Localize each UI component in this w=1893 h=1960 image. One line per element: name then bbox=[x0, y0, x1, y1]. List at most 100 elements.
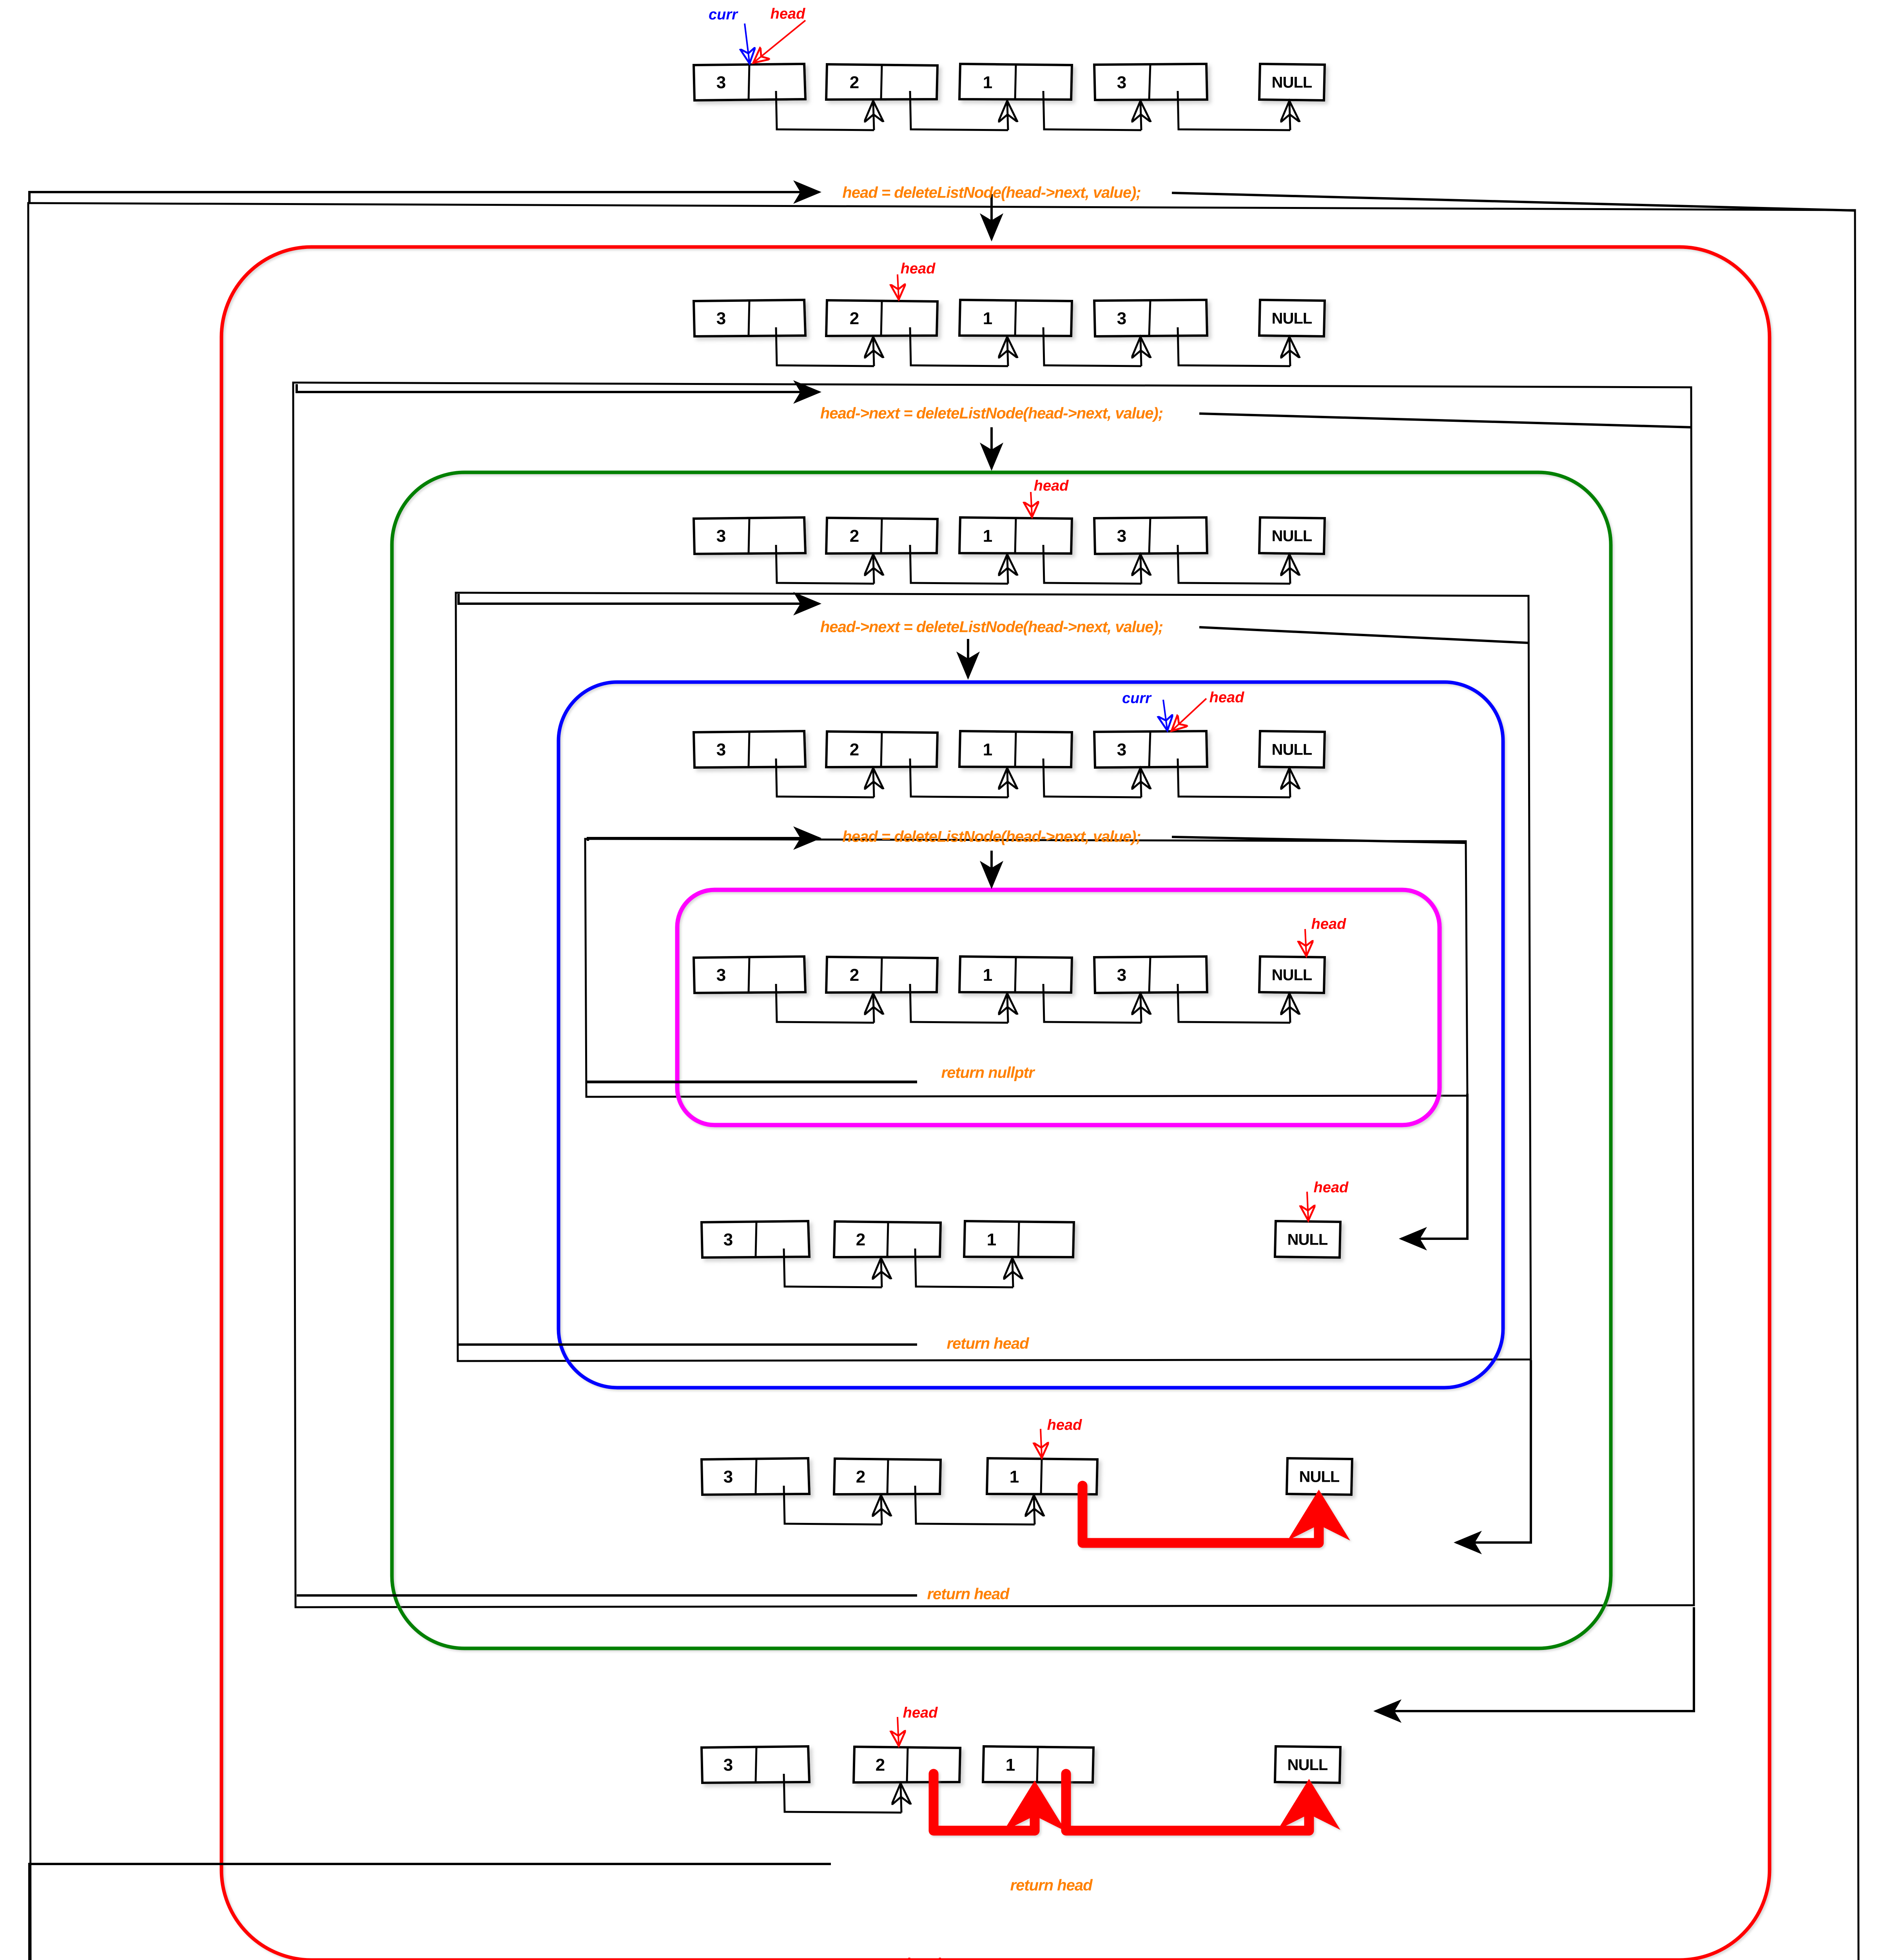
row-1-nodes bbox=[692, 298, 1326, 338]
node-value: 3 bbox=[1117, 965, 1127, 985]
node-value: 3 bbox=[716, 73, 726, 92]
row-6-links bbox=[783, 1485, 1035, 1526]
node-value: 3 bbox=[716, 740, 726, 759]
node-value: 3 bbox=[723, 1230, 733, 1249]
row-0-links bbox=[775, 91, 1290, 131]
code-label-return-head-red: return head bbox=[1010, 1877, 1092, 1894]
return-feed-level2 bbox=[1454, 1360, 1532, 1554]
row-2-pointer-arrows bbox=[1031, 492, 1032, 515]
row-5-links bbox=[783, 1248, 1013, 1289]
node-value: 3 bbox=[1117, 526, 1127, 546]
pointer-label-head: head bbox=[906, 1956, 941, 1960]
row-3-links bbox=[775, 758, 1290, 799]
return-feed-level3 bbox=[1399, 1094, 1469, 1250]
pointer-label-head: head bbox=[1209, 689, 1244, 706]
pointer-label-head: head bbox=[1311, 916, 1346, 933]
entry-line-step4 bbox=[587, 826, 821, 850]
node-value: 3 bbox=[716, 965, 726, 985]
pointer-label-head: head bbox=[900, 260, 936, 277]
row-2-links bbox=[775, 544, 1290, 585]
node-value: 2 bbox=[849, 526, 859, 546]
node-value: 2 bbox=[856, 1467, 866, 1486]
row-6-red-pointer bbox=[1077, 1481, 1350, 1548]
node-value: 2 bbox=[849, 309, 859, 328]
row-3-pointer-arrows bbox=[1163, 698, 1207, 730]
node-value: 3 bbox=[1117, 309, 1127, 328]
node-value: 1 bbox=[1005, 1755, 1015, 1775]
row-0-nodes bbox=[692, 62, 1326, 102]
frame-green-level2 bbox=[390, 470, 1613, 1650]
pointer-label-curr: curr bbox=[1122, 690, 1151, 707]
node-value: 2 bbox=[856, 1230, 866, 1249]
return-line-step2 bbox=[1199, 412, 1692, 428]
row-1-pointer-arrows bbox=[898, 274, 899, 298]
code-label-return-head-blue: return head bbox=[946, 1335, 1029, 1352]
node-value: 2 bbox=[875, 1755, 885, 1775]
node-value: 1 bbox=[986, 1230, 997, 1249]
frame-black-level1 bbox=[292, 381, 1695, 1608]
node-value-null: NULL bbox=[1271, 527, 1313, 545]
node-value: 1 bbox=[983, 309, 993, 328]
node-value: 3 bbox=[1117, 73, 1127, 92]
node-value: 3 bbox=[723, 1755, 733, 1775]
row-7-nodes bbox=[700, 1745, 1342, 1784]
row-5-pointer-arrows bbox=[1307, 1191, 1308, 1219]
node-value: 2 bbox=[849, 73, 859, 92]
node-value: 3 bbox=[716, 309, 726, 328]
node-value-null: NULL bbox=[1287, 1756, 1328, 1774]
node-value: 1 bbox=[983, 73, 993, 92]
row-4-nodes bbox=[692, 955, 1326, 995]
row-7-pointer-arrows bbox=[898, 1717, 899, 1744]
row-5-nodes bbox=[700, 1220, 1342, 1259]
node-value: 1 bbox=[983, 526, 993, 546]
node-value-null: NULL bbox=[1287, 1231, 1328, 1249]
row-7-red-pointer-a bbox=[928, 1769, 1066, 1836]
node-value: 3 bbox=[1117, 740, 1127, 759]
node-value-null: NULL bbox=[1271, 966, 1313, 984]
code-label-return-head-green: return head bbox=[927, 1585, 1009, 1603]
pointer-label-curr: curr bbox=[709, 6, 738, 23]
row-4-pointer-arrows bbox=[1305, 929, 1306, 955]
row-6-nodes bbox=[700, 1457, 1354, 1496]
node-value-null: NULL bbox=[1271, 741, 1313, 759]
frame-blue-level3 bbox=[557, 680, 1505, 1390]
pointer-label-head: head bbox=[1034, 477, 1069, 494]
entry-line-step2 bbox=[296, 380, 821, 404]
node-value-null: NULL bbox=[1271, 310, 1313, 327]
node-value: 1 bbox=[1009, 1467, 1019, 1486]
node-value: 3 bbox=[723, 1467, 733, 1486]
row-4-links bbox=[775, 984, 1290, 1024]
return-line-step1 bbox=[1171, 192, 1855, 212]
node-value: 3 bbox=[716, 526, 726, 546]
node-value-null: NULL bbox=[1271, 74, 1313, 91]
code-label-step4: head = deleteListNode(head->next, value)… bbox=[842, 828, 1141, 846]
entry-line-step3 bbox=[457, 592, 821, 615]
pointer-label-head: head bbox=[903, 1704, 938, 1721]
code-label-step2: head->next = deleteListNode(head->next, … bbox=[820, 405, 1163, 422]
node-value: 2 bbox=[849, 965, 859, 985]
code-label-return-nullptr: return nullptr bbox=[941, 1064, 1034, 1082]
frame-red-level1 bbox=[219, 245, 1772, 1960]
return-line-step4 bbox=[1171, 836, 1466, 844]
row-0-pointer-arrows bbox=[745, 20, 806, 62]
row-7-red-pointer-b bbox=[1061, 1769, 1340, 1836]
row-2-nodes bbox=[692, 516, 1326, 555]
row-6-pointer-arrows bbox=[1041, 1428, 1042, 1456]
code-label-step3: head->next = deleteListNode(head->next, … bbox=[820, 618, 1163, 636]
pointer-label-head: head bbox=[770, 5, 805, 22]
row-7-links bbox=[783, 1773, 901, 1814]
pointer-label-head: head bbox=[1313, 1179, 1349, 1196]
return-line-head-red bbox=[28, 1863, 831, 1960]
node-value-null: NULL bbox=[1299, 1468, 1340, 1486]
node-value: 2 bbox=[849, 740, 859, 759]
return-line-step3 bbox=[1199, 626, 1529, 644]
row-3-nodes bbox=[692, 730, 1326, 769]
node-value: 1 bbox=[983, 740, 993, 759]
code-label-step1: head = deleteListNode(head->next, value)… bbox=[842, 184, 1141, 201]
node-value: 1 bbox=[983, 965, 993, 985]
row-1-links bbox=[775, 327, 1290, 367]
pointer-label-head: head bbox=[1047, 1417, 1082, 1434]
entry-line-step1 bbox=[28, 180, 821, 204]
